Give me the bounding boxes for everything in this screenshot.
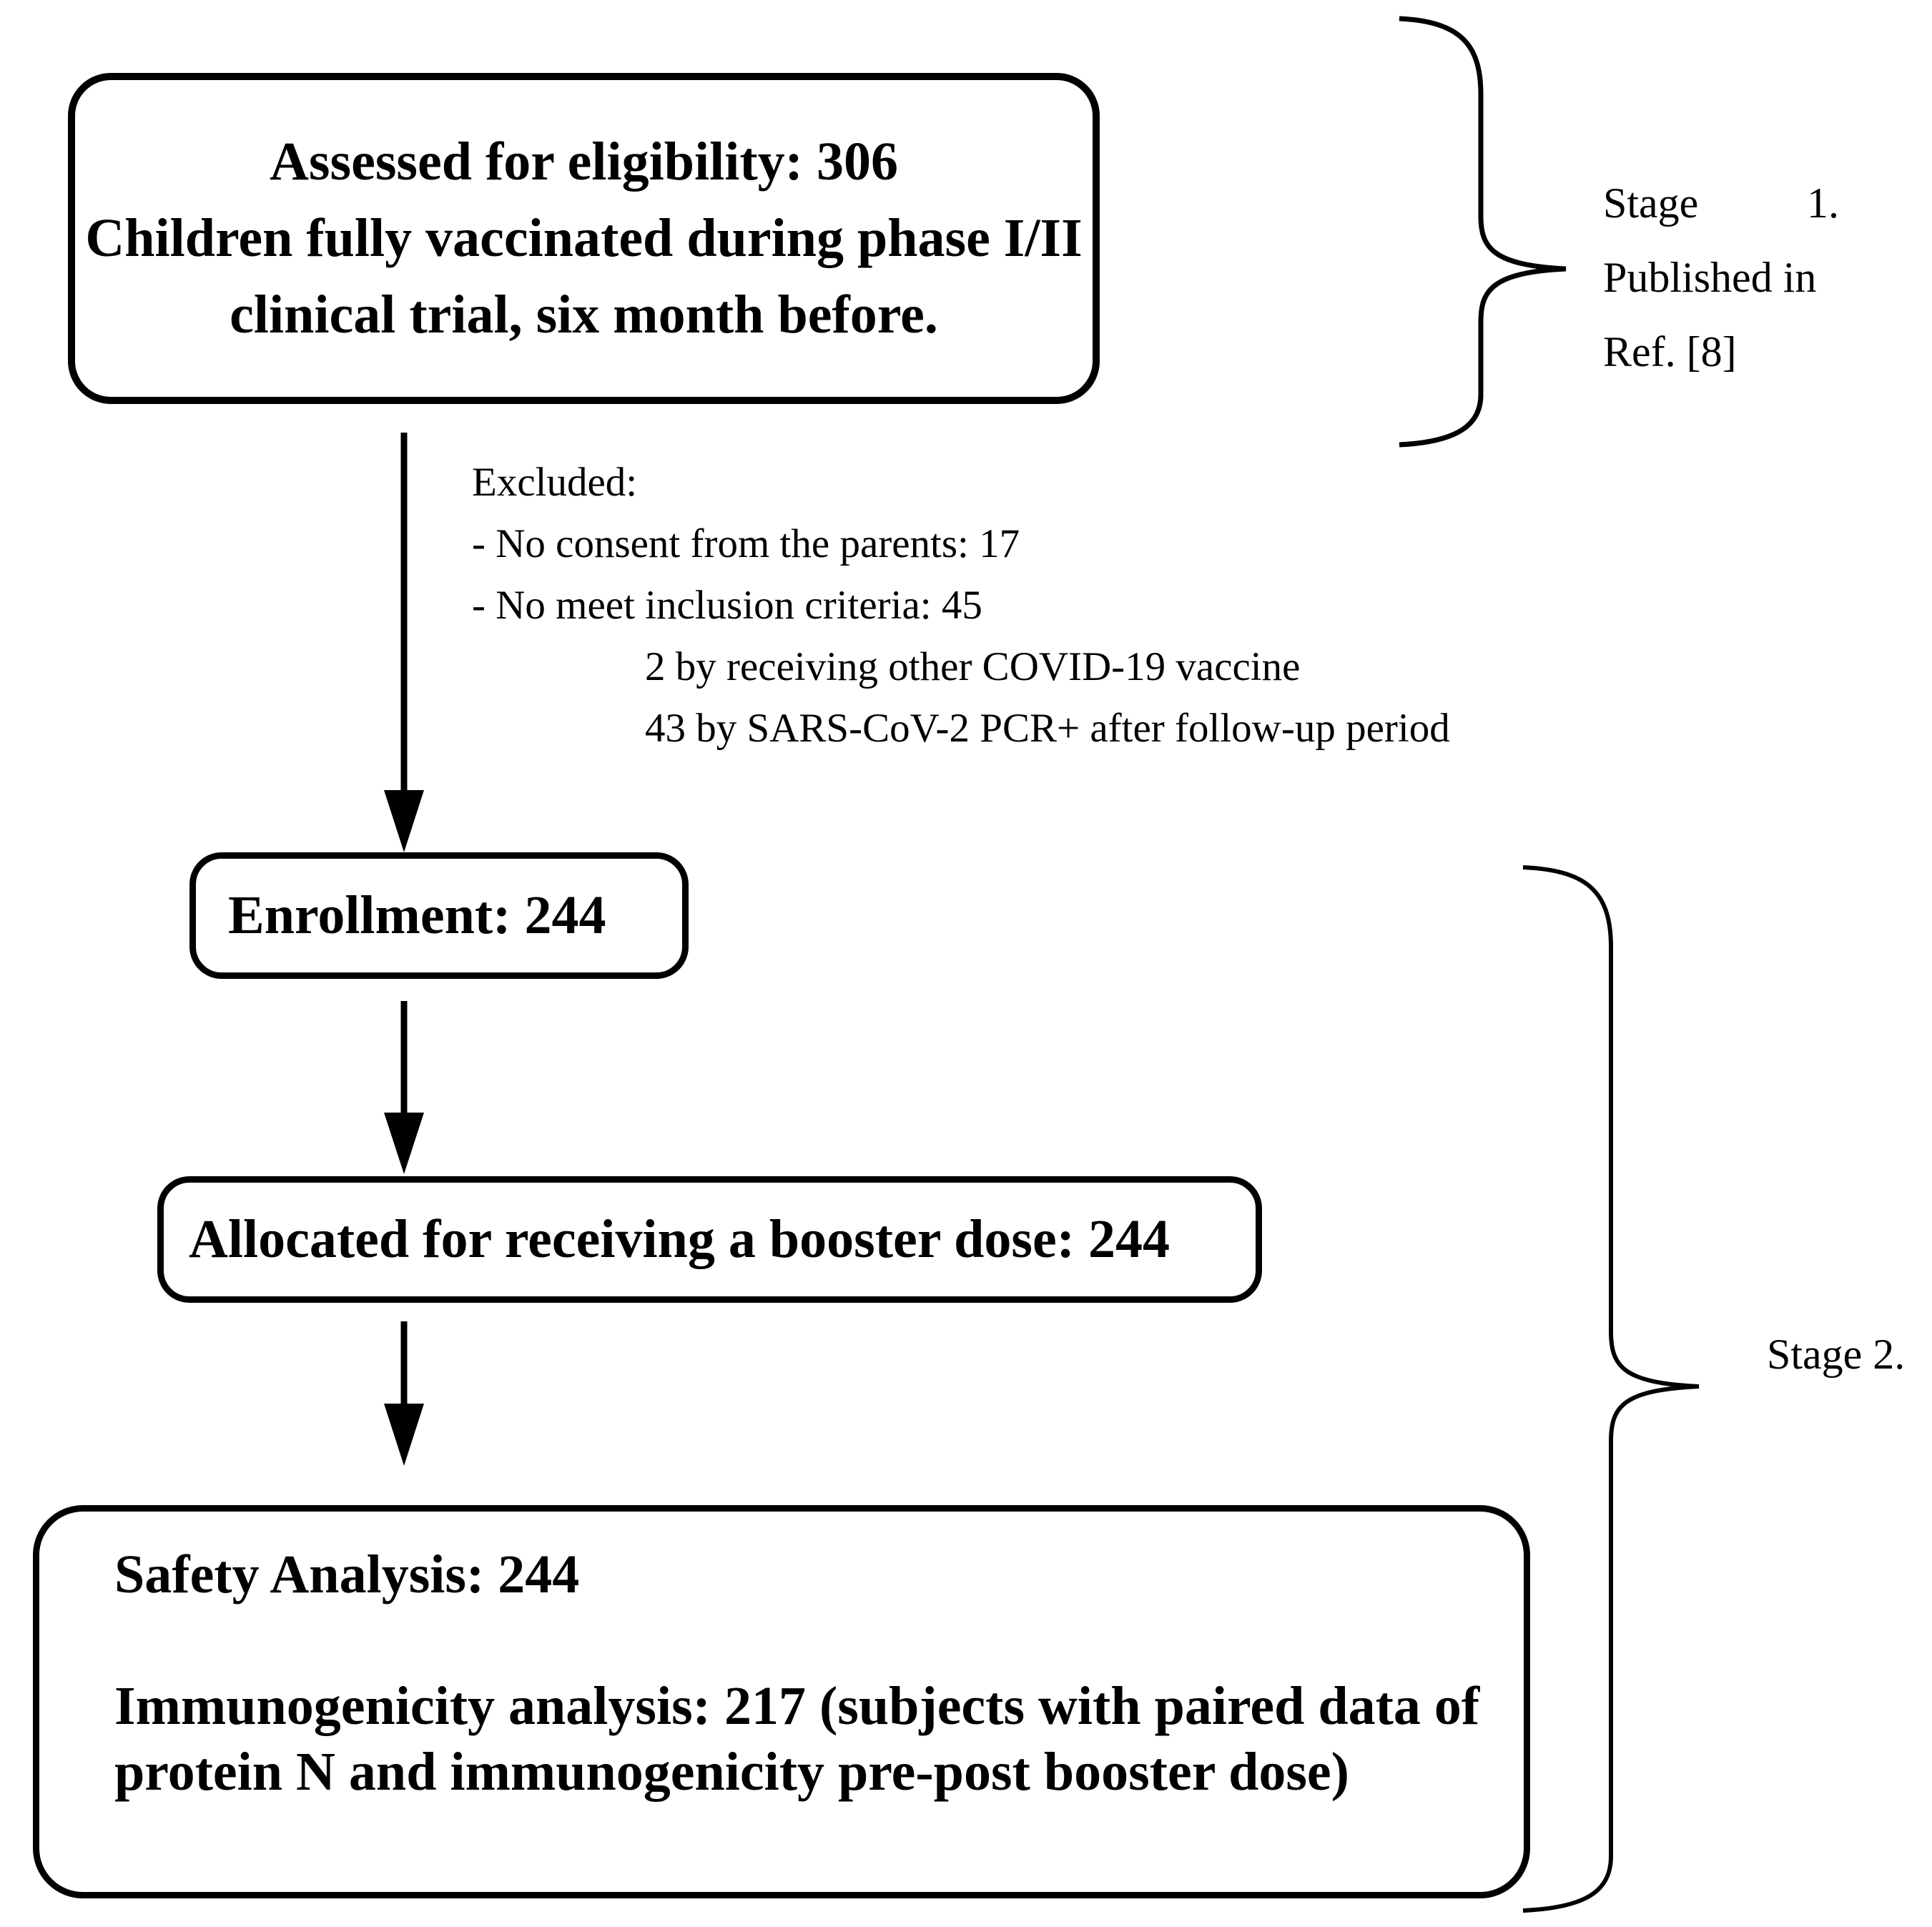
eligibility-line-1: Assessed for eligibility: 306 (270, 132, 898, 192)
stage2-label: Stage 2. (1767, 1331, 1906, 1378)
stage1-line-1: Stage 1. (1603, 166, 1839, 240)
allocation-label: Allocated for receiving a booster dose: … (189, 1209, 1170, 1269)
immunogenicity-analysis-line-1: Immunogenicity analysis: 217 (subjects w… (114, 1676, 1480, 1736)
eligibility-line-2: Children fully vaccinated during phase I… (85, 208, 1083, 268)
flow-arrow-1 (384, 433, 424, 852)
analysis-box: Safety Analysis: 244 Immunogenicity anal… (33, 1505, 1530, 1898)
stage1-line-2: Published in (1603, 254, 1817, 301)
safety-analysis-line: Safety Analysis: 244 (114, 1544, 580, 1605)
immunogenicity-analysis-line-2: protein N and immunogenicity pre-post bo… (114, 1742, 1349, 1802)
eligibility-box: Assessed for eligibility: 306 Children f… (68, 73, 1100, 404)
flow-arrow-3 (384, 1321, 424, 1466)
excluded-item-1: - No consent from the parents: 17 (472, 521, 1020, 566)
excluded-subitem-2: 43 by SARS-CoV-2 PCR+ after follow-up pe… (645, 706, 1450, 751)
excluded-title: Excluded: (472, 460, 638, 505)
excluded-subitem-1: 2 by receiving other COVID-19 vaccine (645, 644, 1301, 689)
excluded-item-2: - No meet inclusion criteria: 45 (472, 583, 982, 628)
allocation-box: Allocated for receiving a booster dose: … (157, 1176, 1262, 1303)
stage1-line-3: Ref. [8] (1603, 328, 1737, 375)
stage2-brace (1522, 865, 1700, 1913)
excluded-note: Excluded: - No consent from the parents:… (472, 452, 1450, 759)
eligibility-line-3: clinical trial, six month before. (230, 285, 938, 345)
enrollment-box: Enrollment: 244 (189, 852, 689, 979)
enrollment-label: Enrollment: 244 (228, 885, 606, 945)
stage1-word: Stage (1603, 179, 1699, 227)
stage1-brace (1399, 16, 1567, 448)
stage1-number: 1. (1807, 179, 1839, 227)
flow-arrow-2 (384, 1001, 424, 1174)
stage1-label: Stage 1. Published in Ref. [8] (1603, 166, 1839, 389)
